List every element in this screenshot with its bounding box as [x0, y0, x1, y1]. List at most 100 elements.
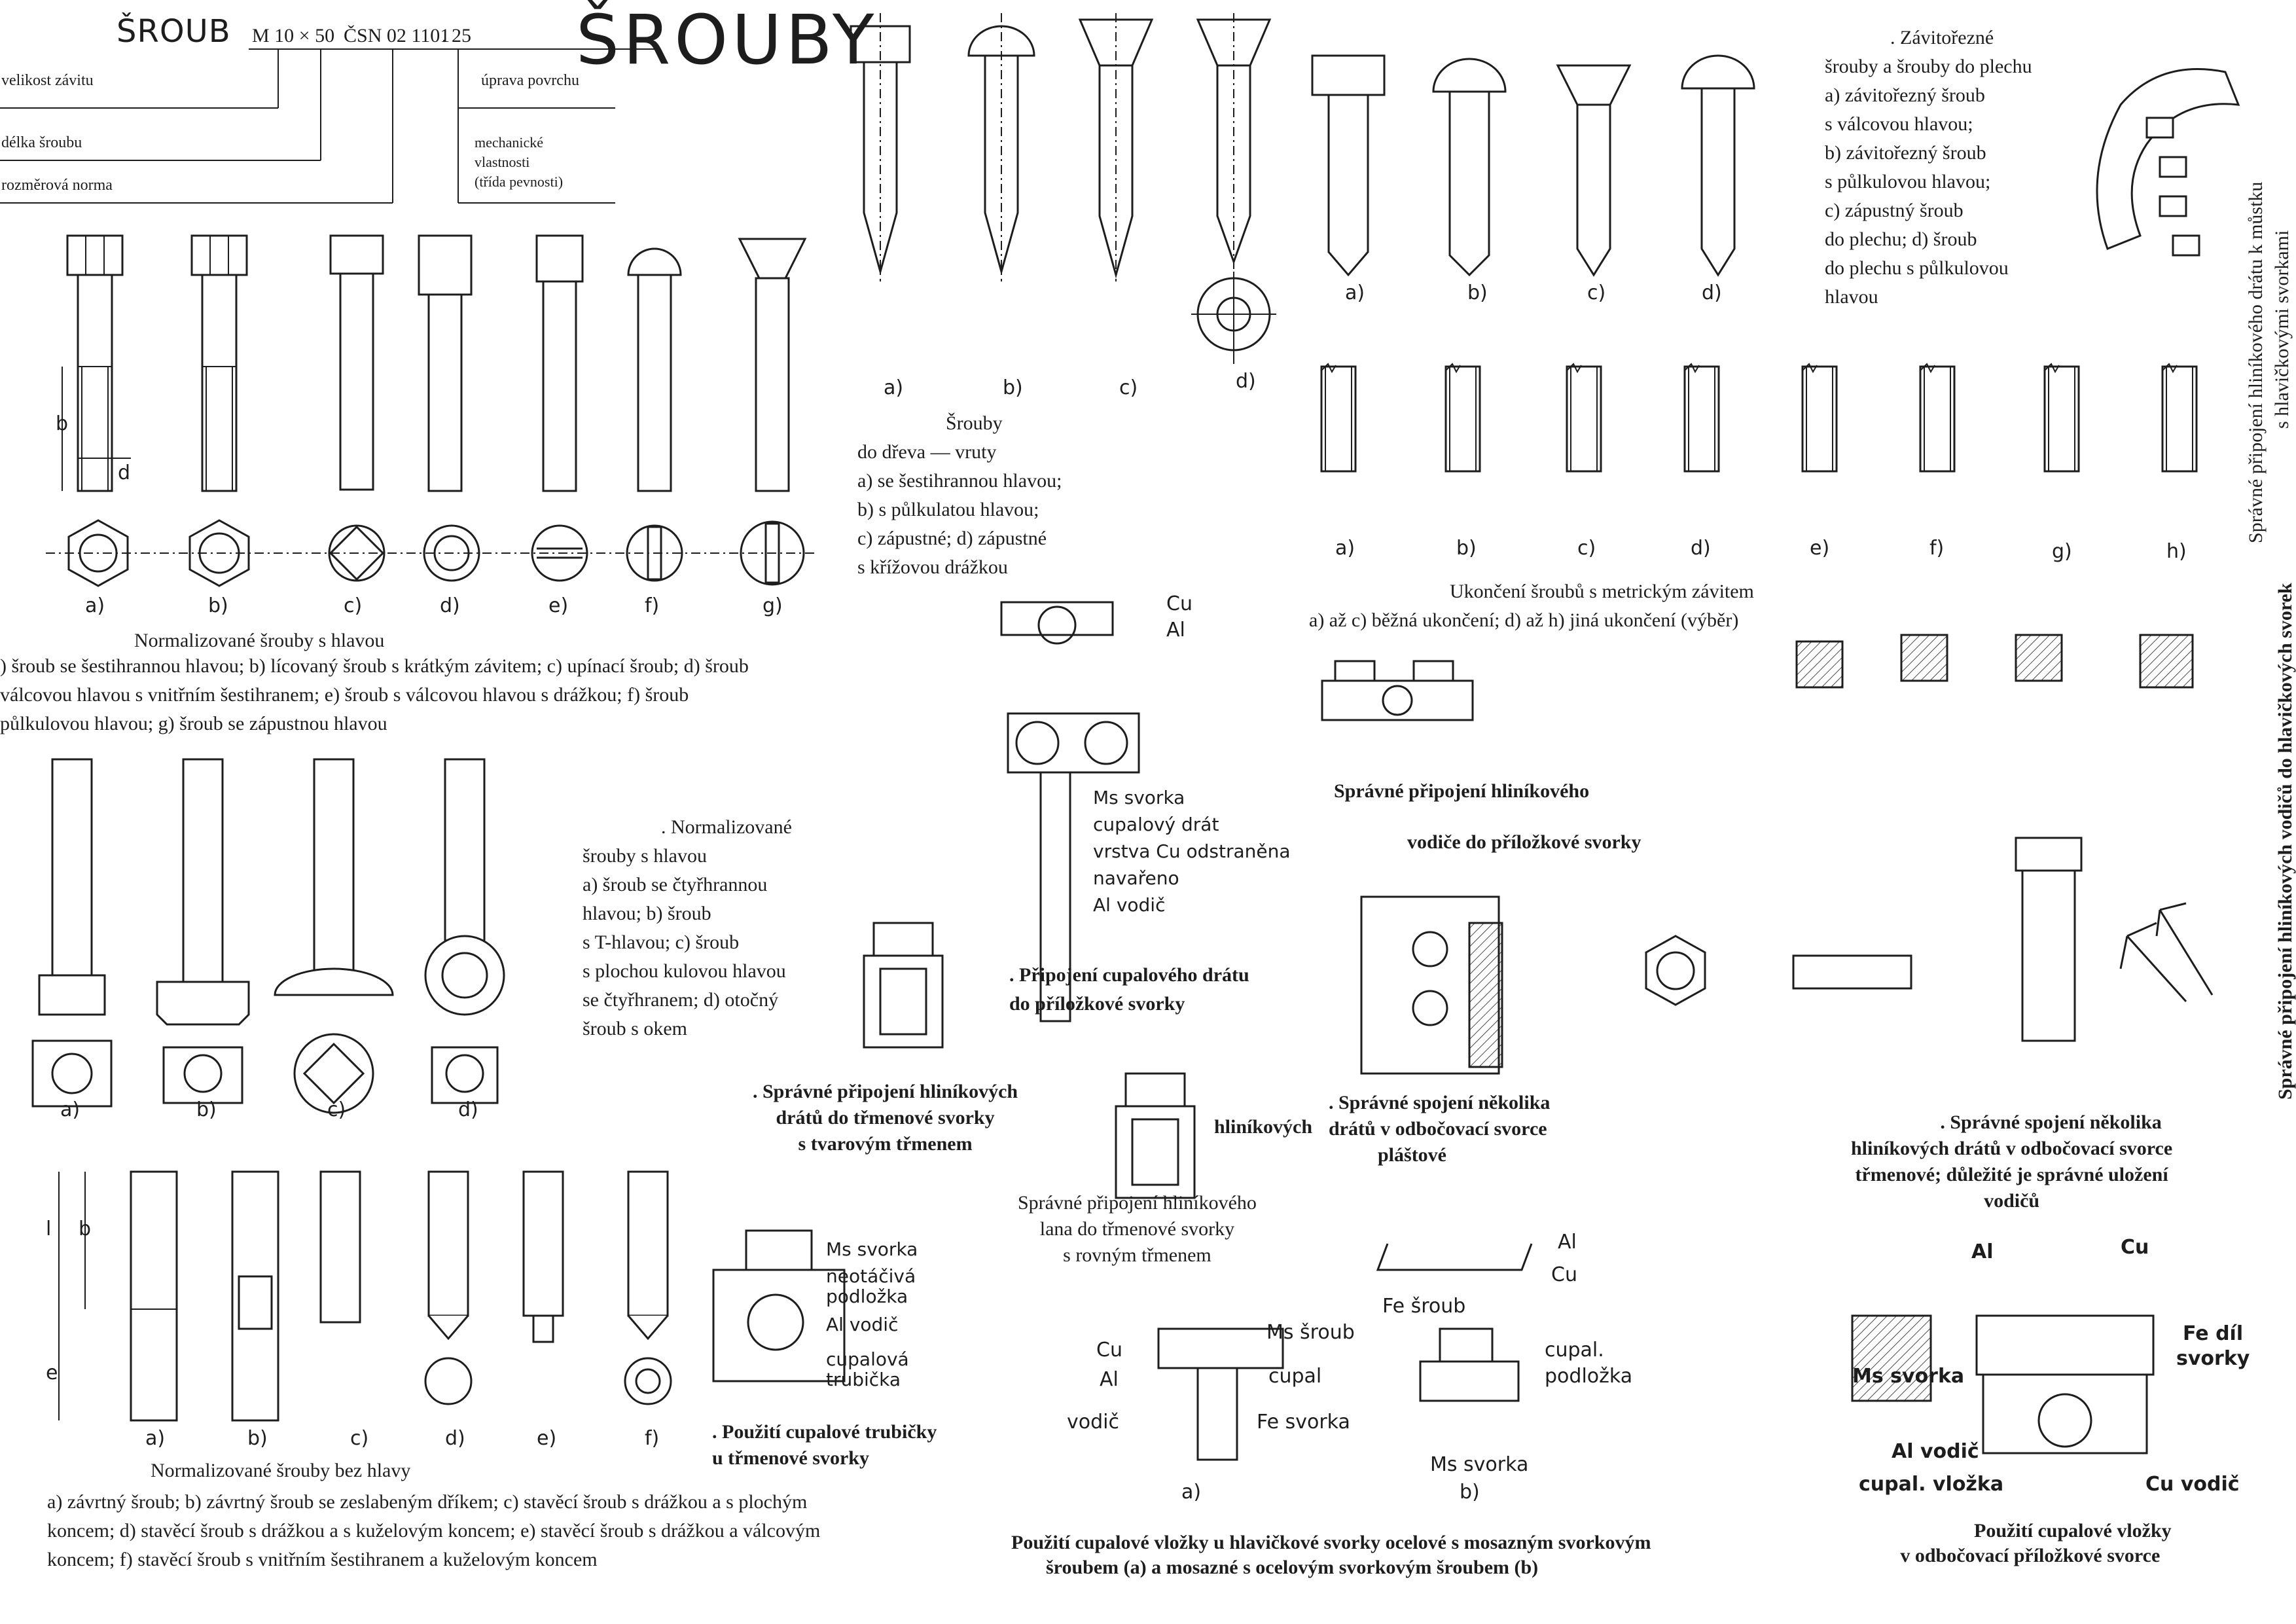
insert-b-cu: Cu: [1551, 1263, 1577, 1286]
label-dimension-norm: rozměrová norma: [1, 177, 113, 194]
branch-al: Al: [1971, 1240, 1994, 1263]
insert-b-fe-sroub: Fe šroub: [1382, 1295, 1466, 1318]
branch-stirrup-caption: . Správné spojení několika hliníkových d…: [1851, 1111, 2173, 1212]
letter-d: d): [440, 594, 460, 617]
branch-al-vodic: Al vodič: [1892, 1440, 1979, 1463]
page-title: ŠROUBY: [576, 0, 878, 80]
insert-letter-a: a): [1181, 1481, 1202, 1504]
vertical-caption-3: Správné připojení hliníkových vodičů do …: [2274, 583, 2296, 1100]
tap-letter-d: d): [1702, 281, 1722, 304]
wood-letter-a: a): [884, 376, 904, 399]
insert-a-al: Al: [1100, 1368, 1119, 1391]
designation-size: M 10 × 50: [252, 25, 335, 46]
headless-title: Normalizované šrouby bez hlavy: [151, 1460, 411, 1481]
vertical-caption-2: s hlavičkovými svorkami: [2271, 230, 2293, 429]
end-letter-b: b): [1456, 537, 1477, 560]
headed-bolts-drawings: [46, 234, 818, 587]
end-letter-g: g): [2052, 540, 2072, 563]
wood-letter-d: d): [1236, 370, 1256, 393]
dim-l: l: [46, 1218, 52, 1240]
cupal-wire-cu: Cu: [1166, 592, 1193, 615]
insert-b-ms-svorka: Ms svorka: [1430, 1453, 1529, 1476]
insert-a-ms-sroub: Ms šroub: [1266, 1321, 1355, 1344]
vertical-caption-1: Správné připojení hliníkového drátu k mů…: [2245, 181, 2267, 543]
tap-letter-b: b): [1467, 281, 1488, 304]
headless-caption: a) závrtný šroub; b) závrtný šroub se ze…: [47, 1491, 821, 1570]
cupal-wire-al: Al: [1166, 619, 1185, 641]
letter-g: g): [762, 594, 783, 617]
insert-a-cupal: cupal: [1268, 1365, 1322, 1388]
end-letter-f: f): [1929, 537, 1945, 560]
dim-b-headless: b: [79, 1218, 92, 1240]
label-thread-size: velikost závitu: [1, 72, 94, 89]
headed-bolts-title: Normalizované šrouby s hlavou: [134, 630, 385, 651]
cupal-branch-caption: Použití cupalové vložky v odbočovací pří…: [1900, 1520, 2172, 1566]
label-bolt-length: délka šroubu: [1, 134, 82, 151]
branch-fe-dil: Fe díl: [2183, 1322, 2244, 1345]
insert-b-podlozka: podložka: [1545, 1365, 1633, 1388]
headless-bolts-drawings: [58, 1170, 672, 1422]
label-mechanical-2: vlastnosti: [475, 154, 530, 170]
end-letter-h: h): [2166, 540, 2187, 563]
headless-letter-b: b): [247, 1427, 268, 1450]
cupal-wire-caption: . Připojení cupalového drátu do příložko…: [1009, 964, 1249, 1015]
wood-letter-b: b): [1003, 376, 1023, 399]
insert-a-vodic: vodič: [1067, 1411, 1119, 1434]
insert-b-cupal: cupal.: [1545, 1339, 1604, 1362]
wood-screws-caption: Šrouby do dřeva — vruty a) se šestihrann…: [857, 412, 1062, 578]
end-letter-d: d): [1691, 537, 1711, 560]
headed-bolts-caption: ) šroub se šestihrannou hlavou; b) lícov…: [0, 655, 749, 734]
thread-endings-drawings: [1320, 363, 2198, 473]
bolts2-letter-d: d): [458, 1098, 478, 1121]
headed-bolts-2-drawings: [31, 758, 505, 1114]
branch-ms-svorka: Ms svorka: [1852, 1365, 1965, 1388]
cupal-tube-callouts: Ms svorka neotáčivá podložka Al vodič cu…: [826, 1238, 918, 1390]
designation-word: ŠROUB: [117, 13, 231, 50]
letter-e: e): [548, 594, 569, 617]
designation-frame: [0, 48, 655, 204]
stirrup-shaped-caption: . Správné připojení hliníkových drátů do…: [753, 1081, 1018, 1155]
branch-cu-vodic: Cu vodič: [2145, 1473, 2240, 1496]
cupal-insert-caption: Použití cupalové vložky u hlavičkové svo…: [1011, 1532, 1651, 1578]
branch-svorky: svorky: [2176, 1347, 2250, 1370]
wood-screws-drawings: [850, 18, 1276, 357]
bolts2-letter-b: b): [196, 1098, 217, 1121]
insert-b-al: Al: [1558, 1231, 1577, 1254]
tap-letter-c: c): [1587, 281, 1606, 304]
wood-letter-c: c): [1119, 376, 1138, 399]
headed-bolts-2-caption: . Normalizované šrouby s hlavou a) šroub…: [583, 816, 792, 1039]
branch-cupal-vlozka: cupal. vložka: [1859, 1473, 2004, 1496]
headless-letter-e: e): [537, 1427, 557, 1450]
label-surface: úprava povrchu: [481, 72, 579, 89]
center-lines: [880, 13, 1234, 367]
cupal-tube-caption: . Použití cupalové trubičky u třmenové s…: [712, 1421, 937, 1469]
tapping-screws-caption: . Závitořezné šrouby a šrouby do plechu …: [1825, 27, 2032, 308]
headless-letter-a: a): [145, 1427, 166, 1450]
end-letter-e: e): [1810, 537, 1830, 560]
clamp-drawings: [712, 601, 2155, 1461]
headless-letter-c: c): [350, 1427, 369, 1450]
headless-letter-d: d): [445, 1427, 465, 1450]
branch-cu: Cu: [2121, 1236, 2149, 1259]
dim-b: b: [56, 412, 69, 435]
designation-class: . 25: [442, 25, 471, 46]
cupal-wire-callouts: Ms svorka cupalový drát vrstva Cu odstra…: [1093, 787, 1291, 916]
designation-standard: ČSN 02 1101: [344, 25, 450, 46]
bolts2-letter-a: a): [60, 1098, 81, 1121]
branch-sheath-lead: hliníkových: [1214, 1116, 1313, 1138]
dim-e: e: [46, 1362, 58, 1384]
branch-sheath-caption: . Správné spojení několika drátů v odboč…: [1329, 1092, 1551, 1166]
letter-b: b): [208, 594, 228, 617]
letter-a: a): [85, 594, 105, 617]
hatched-details: [1468, 634, 2194, 1402]
end-letter-a: a): [1335, 537, 1355, 560]
label-mechanical-3: (třída pevnosti): [475, 173, 564, 190]
dim-d: d: [118, 461, 131, 484]
letter-f: f): [645, 594, 660, 617]
letter-c: c): [344, 594, 363, 617]
plate-clamp-caption-1: Správné připojení hliníkového: [1334, 780, 1590, 802]
bridge-clamp-drawing: [2096, 68, 2240, 1003]
rope-clamp-caption: Správné připojení hliníkového lana do tř…: [1018, 1192, 1257, 1266]
bolts2-letter-c: c): [327, 1098, 346, 1121]
